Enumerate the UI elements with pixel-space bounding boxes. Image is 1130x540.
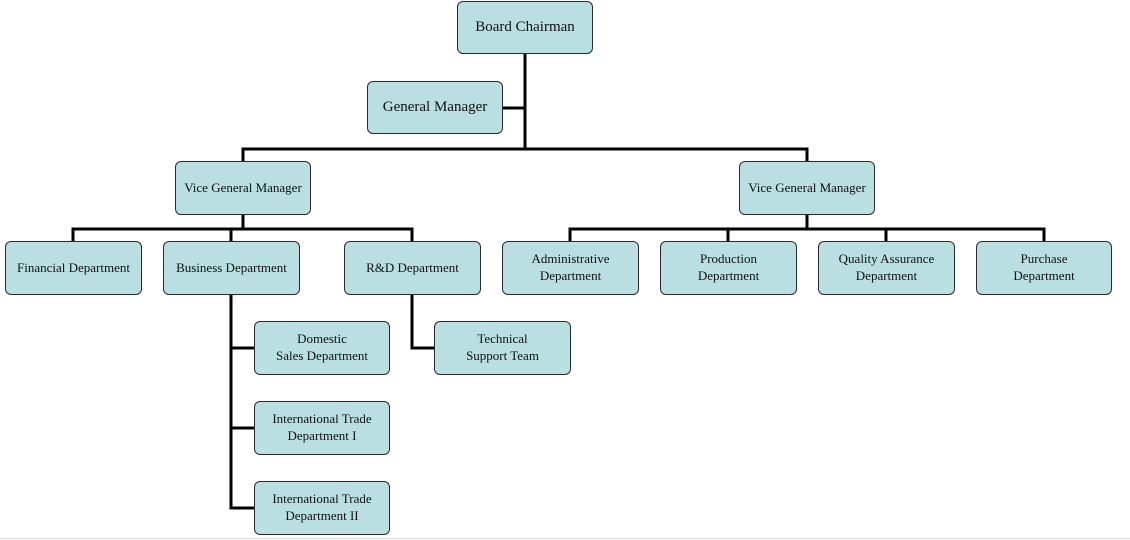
quality-assurance-department-label-line-1: Quality Assurance	[838, 251, 935, 267]
domestic-sales-department-node: Domestic Sales Department	[254, 321, 390, 375]
purchase-department-label: Purchase Department	[1013, 251, 1074, 285]
board-chairman-label: Board Chairman	[475, 18, 575, 35]
left-department-bus-connector	[71, 213, 414, 243]
administrative-department-label: Administrative Department	[532, 251, 610, 285]
purchase-department-label-line-2: Department	[1013, 268, 1075, 283]
quality-assurance-department-label: Quality Assurance Department	[839, 251, 935, 285]
financial-department-node: Financial Department	[5, 241, 142, 295]
technical-support-team-label-line-1: Technical	[477, 331, 528, 347]
international-trade-department-ii-label-line-2: Department II	[285, 508, 359, 523]
international-trade-department-ii-label: International Trade Department II	[272, 491, 371, 525]
business-subunit-connector	[229, 293, 256, 510]
vice-general-manager-left-node: Vice General Manager	[175, 161, 311, 215]
administrative-department-node: Administrative Department	[502, 241, 639, 295]
board-chairman-node: Board Chairman	[457, 1, 593, 54]
right-department-bus-connector	[568, 213, 1046, 243]
general-manager-node: General Manager	[367, 81, 503, 134]
business-department-node: Business Department	[163, 241, 300, 295]
quality-assurance-department-node: Quality Assurance Department	[818, 241, 955, 295]
domestic-sales-department-label-line-2: Sales Department	[275, 348, 369, 363]
bottom-divider	[0, 538, 1130, 539]
domestic-sales-department-label: Domestic Sales Department	[276, 331, 368, 365]
production-department-label-line-1: Production	[699, 251, 758, 267]
vice-general-manager-right-label: Vice General Manager	[748, 179, 866, 195]
production-department-label-line-2: Department	[697, 268, 760, 283]
technical-support-team-label: Technical Support Team	[466, 331, 539, 365]
purchase-department-label-line-1: Purchase	[1020, 251, 1068, 267]
international-trade-department-ii-node: International Trade Department II	[254, 481, 390, 535]
international-trade-department-ii-label-line-1: International Trade	[272, 491, 372, 507]
production-department-node: Production Department	[660, 241, 797, 295]
technical-support-team-node: Technical Support Team	[434, 321, 571, 375]
technical-support-team-label-line-2: Support Team	[466, 348, 539, 363]
financial-department-label: Financial Department	[17, 259, 130, 275]
rnd-department-label: R&D Department	[366, 259, 459, 275]
rnd-subunit-connector	[410, 293, 436, 350]
rnd-department-node: R&D Department	[344, 241, 481, 295]
international-trade-department-i-label-line-2: Department I	[287, 428, 357, 443]
production-department-label: Production Department	[698, 251, 759, 285]
business-department-label: Business Department	[176, 259, 287, 275]
international-trade-department-i-label: International Trade Department I	[272, 411, 371, 445]
vice-general-manager-left-label: Vice General Manager	[184, 179, 302, 195]
domestic-sales-department-label-line-1: Domestic	[297, 331, 347, 347]
purchase-department-node: Purchase Department	[976, 241, 1112, 295]
general-manager-label: General Manager	[382, 98, 488, 115]
administrative-department-label-line-2: Department	[539, 268, 602, 283]
quality-assurance-department-label-line-2: Department	[855, 268, 918, 283]
international-trade-department-i-label-line-1: International Trade	[272, 411, 372, 427]
vice-general-manager-right-node: Vice General Manager	[739, 161, 875, 215]
international-trade-department-i-node: International Trade Department I	[254, 401, 390, 455]
administrative-department-label-line-1: Administrative	[531, 251, 610, 267]
